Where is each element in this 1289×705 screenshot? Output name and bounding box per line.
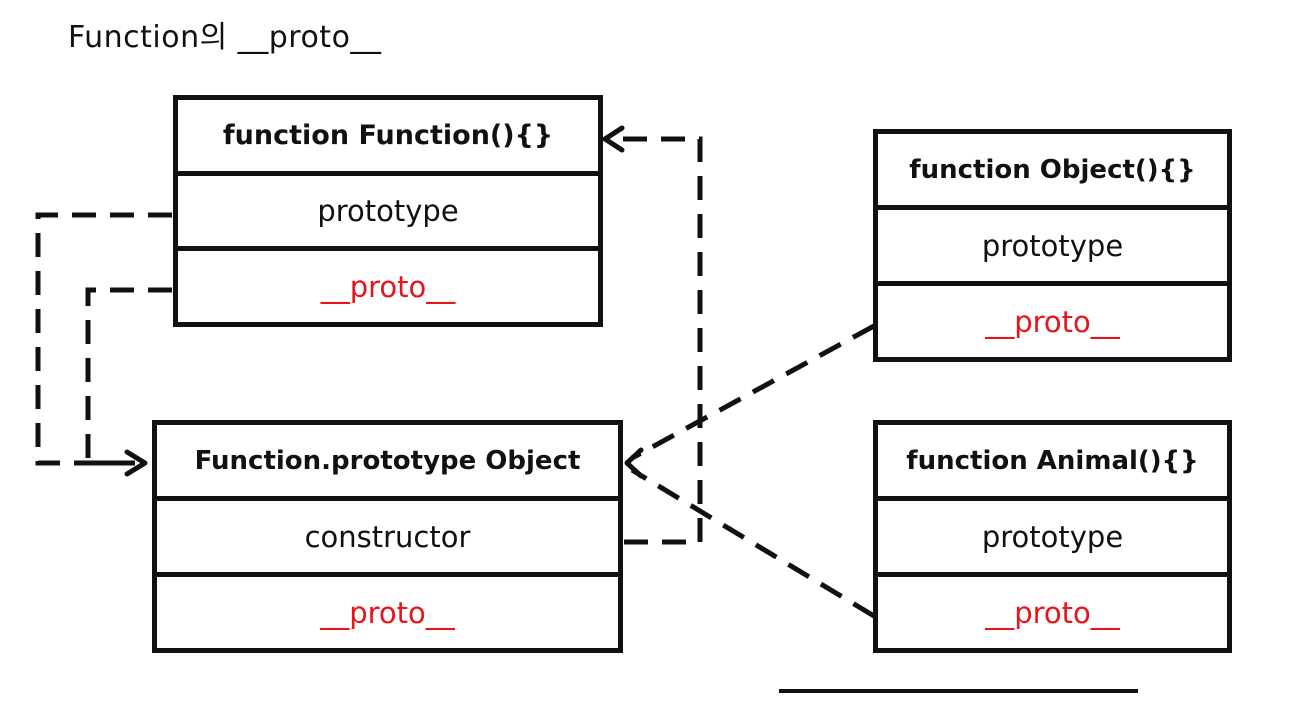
arrowhead-fproto-right	[624, 447, 644, 479]
diagram-title: Function의 __proto__	[68, 20, 382, 55]
proto-field: __proto__	[178, 246, 598, 322]
box-header: Function.prototype Object	[194, 445, 581, 476]
proto-field: __proto__	[157, 572, 618, 648]
box-header: function Animal(){}	[906, 445, 1199, 476]
function-prototype-object-box: Function.prototype Object constructor __…	[152, 420, 623, 653]
function-constructor-box: function Function(){} prototype __proto_…	[173, 95, 603, 327]
prototype-field: prototype	[178, 170, 598, 247]
animal-constructor-box: function Animal(){} prototype __proto__	[873, 420, 1232, 653]
connector-constructor-to-function	[612, 136, 703, 545]
bottom-divider	[779, 689, 1138, 693]
arrowhead-fproto-left	[124, 449, 148, 477]
connector-object-proto-to-fproto	[630, 323, 876, 461]
connector-function-prototype-to-fproto	[35, 212, 172, 466]
arrowhead-function-right	[602, 125, 625, 153]
box-header: function Object(){}	[909, 154, 1196, 185]
connector-animal-proto-to-fproto	[630, 467, 876, 619]
constructor-field: constructor	[157, 496, 618, 572]
box-header: function Function(){}	[222, 119, 554, 151]
connector-function-proto-to-fproto	[85, 287, 172, 466]
proto-field: __proto__	[878, 281, 1227, 357]
proto-field: __proto__	[878, 572, 1227, 648]
object-constructor-box: function Object(){} prototype __proto__	[873, 129, 1232, 362]
prototype-field: prototype	[878, 205, 1227, 281]
prototype-field: prototype	[878, 496, 1227, 572]
